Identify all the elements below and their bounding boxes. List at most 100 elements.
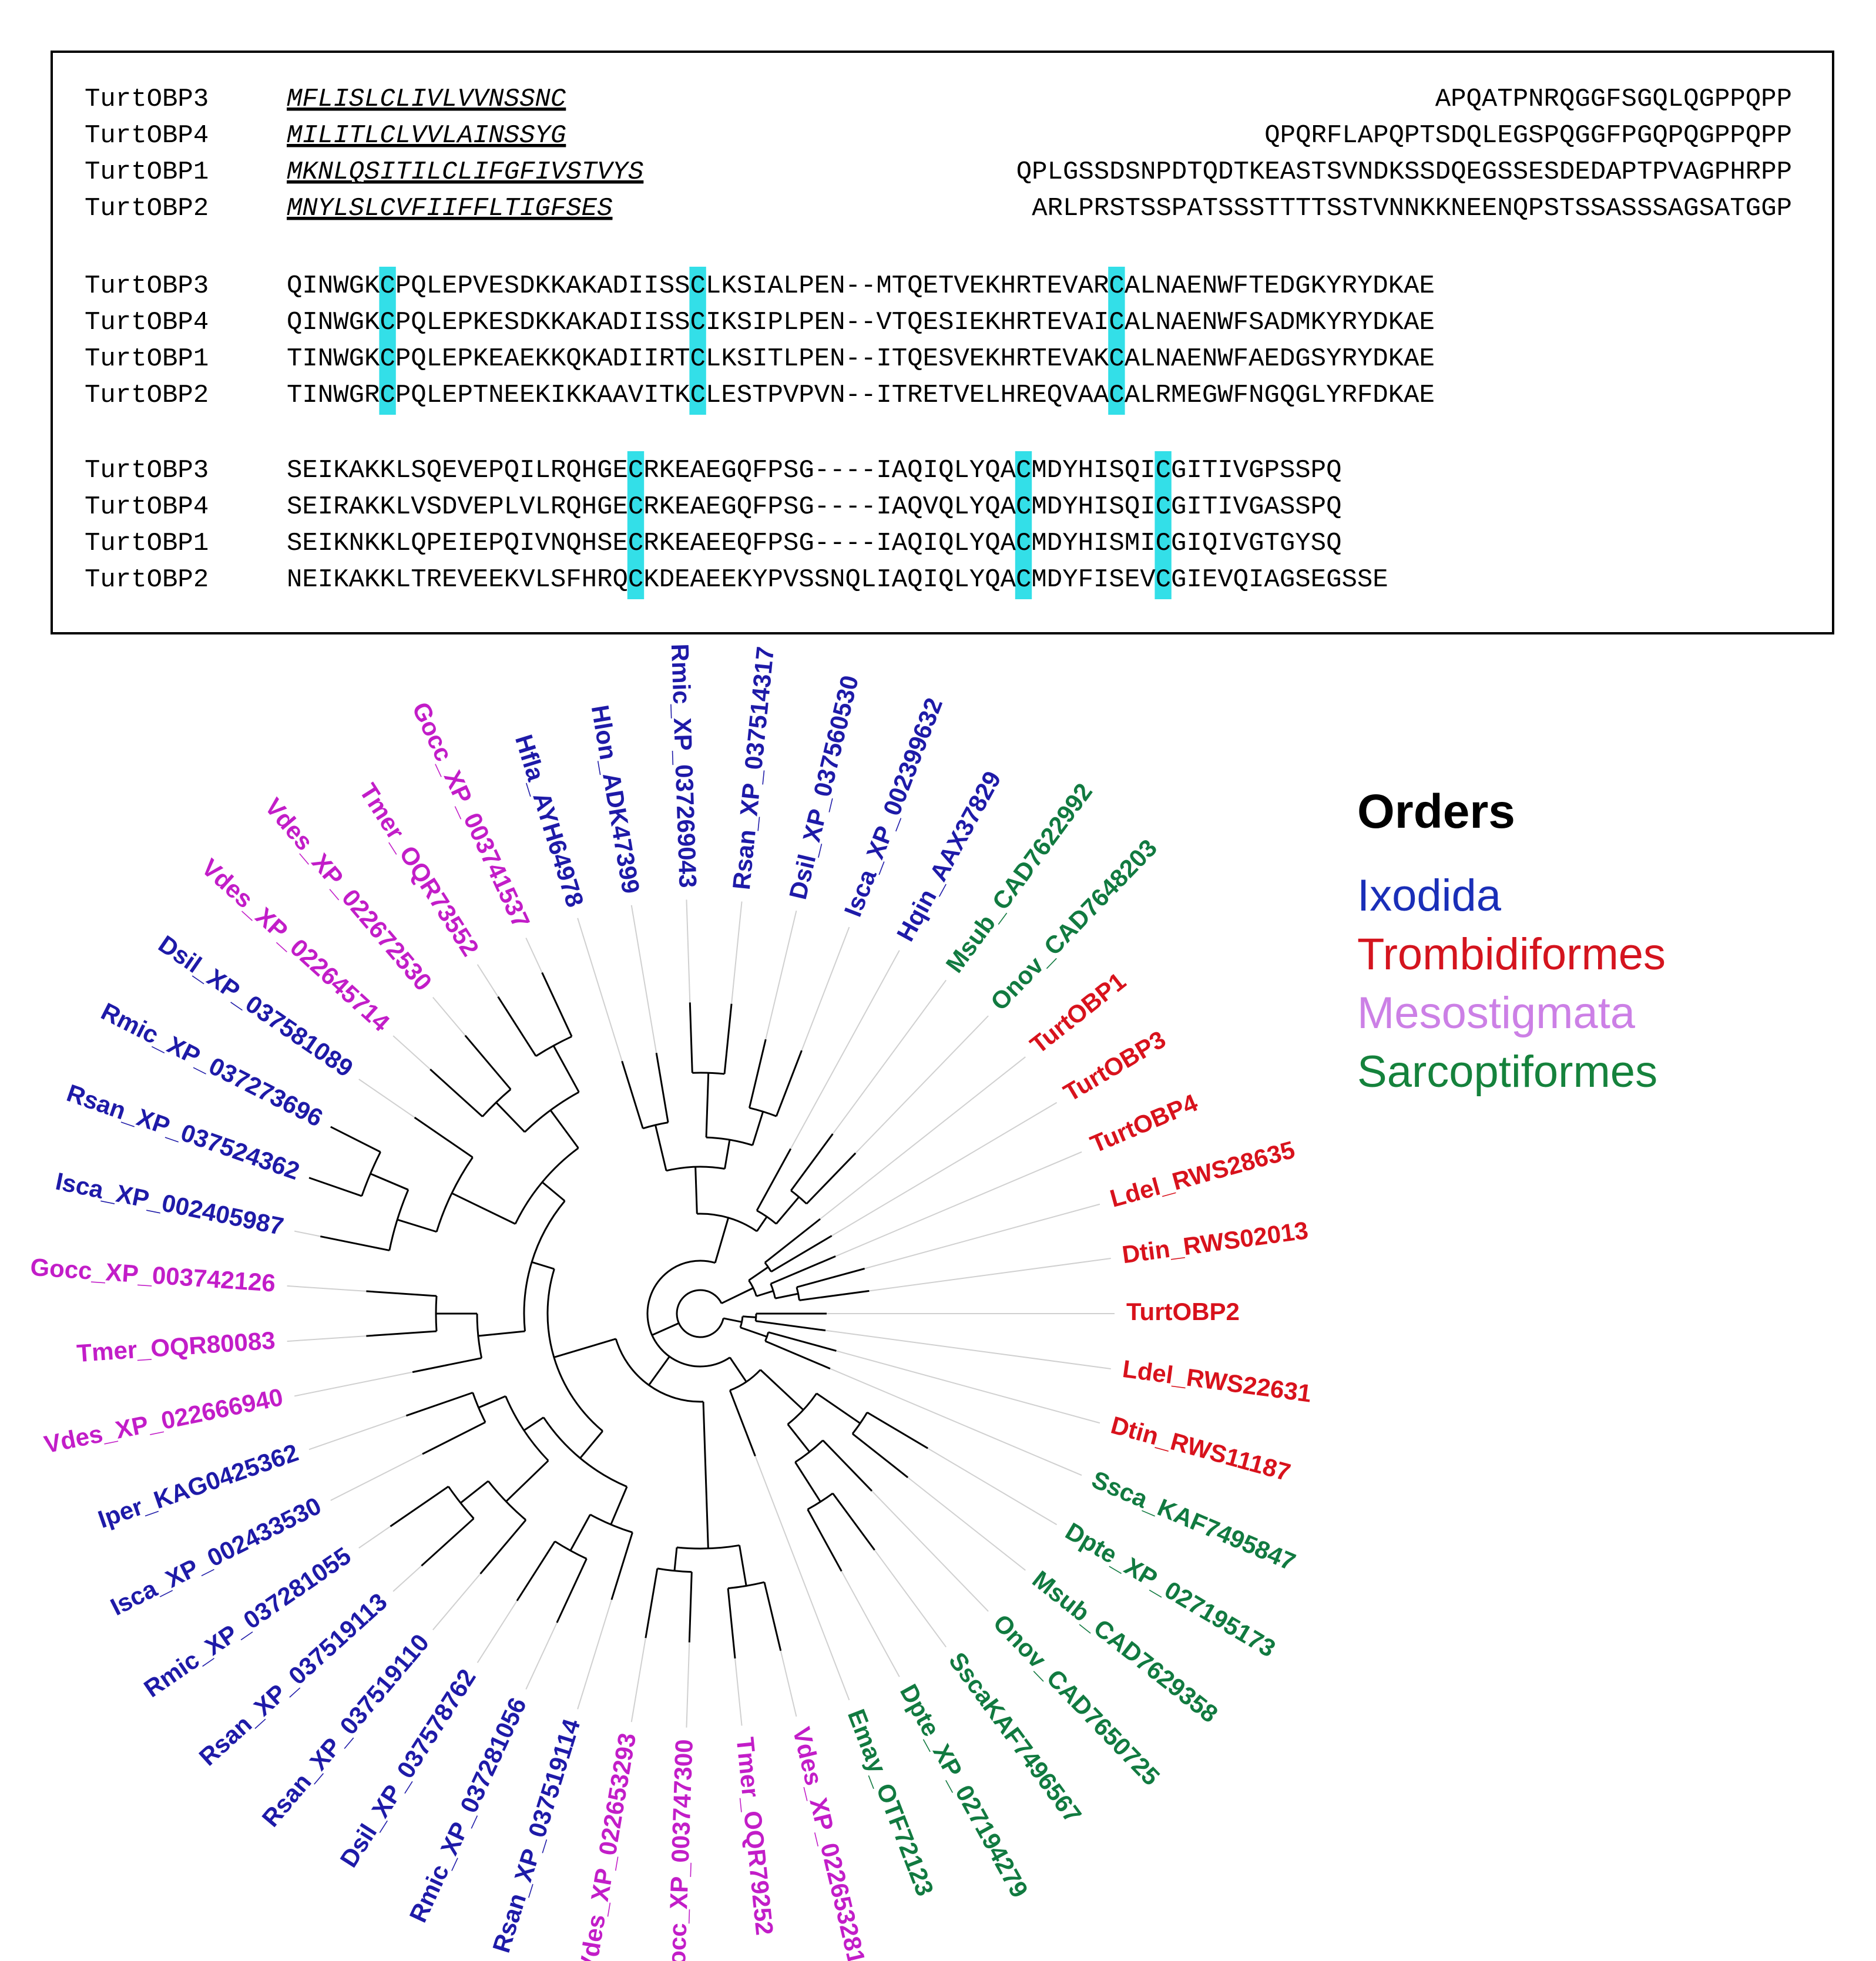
tree-branch [556,1558,588,1623]
tree-branch [516,1540,556,1601]
aligned-sequence: SEIRAKKLVSDVEPLVLRQHGECRKEAEGQFPSG----IA… [287,492,1342,522]
leader-lines [287,899,1115,1728]
tree-branch [414,1116,474,1159]
leaf-label: Hlon_ADK47399 [586,703,645,896]
leader-line [825,1329,1111,1369]
leaf-label: Isca_XP_002405987 [53,1167,286,1241]
tree-branch [714,1217,730,1264]
leader-line [927,1448,1058,1526]
tree-branch [552,1045,580,1093]
leader-line [830,1368,1082,1476]
leaf-labels: TurtOBP2Ldel_RWS22631Dtin_RWS11187Ssca_K… [29,643,1313,1961]
leader-line [686,899,691,1003]
tree-arc [535,1035,572,1057]
tree-branch [497,996,537,1057]
tree-branch [541,972,573,1037]
tree-branch [796,1267,865,1288]
tree-branch [523,1416,545,1432]
leader-line [294,1371,413,1397]
tree-branch [366,1290,437,1297]
tree-branch [755,1320,826,1332]
tree-branch [756,1148,792,1211]
tree-arc [676,1289,724,1338]
tree-branch [495,1102,526,1133]
tree-branch [748,1039,767,1109]
tree-branch [531,1261,555,1270]
mature-sequence: ARLPRSTSSPATSSSTTTTSSTVNNKKNEENQPSTSSASS… [1032,194,1792,223]
leaf-label: Tmer_OQR79252 [731,1736,779,1937]
leaf-label: Dtin_RWS11187 [1108,1411,1294,1486]
sequence-name: TurtOBP2 [85,381,209,410]
tree-branch [397,1218,437,1233]
tree-branch [723,1317,742,1323]
tree-branch [405,1392,474,1417]
tree-branch [412,1357,482,1374]
tree-branch [320,1235,390,1251]
tree-branch [366,1330,437,1337]
tree-arc [435,1295,438,1332]
leaf-label: Rmic_XP_037269043 [666,643,702,888]
leader-line [476,964,499,998]
tree-branch [832,1493,875,1551]
tree-arc [615,1338,704,1403]
leaf-label: Dtin_RWS02013 [1120,1216,1310,1268]
tree-arc [790,1190,807,1205]
tree-branch [579,1430,603,1459]
tree-branch [756,1216,768,1232]
tree-branch [673,1547,678,1571]
leaf-label: Gocc_XP_003747300 [662,1739,698,1961]
tree-arc [589,1513,633,1533]
leader-line [820,1056,1026,1220]
tree-branch [807,1509,843,1572]
leaf-label: Onov_CAD7648203 [985,834,1163,1016]
leader-line [525,1622,558,1690]
tree-branches [308,972,928,1659]
tree-branch [621,1060,644,1129]
tree-arc [697,1213,758,1233]
tree-branch [739,1545,747,1586]
leader-line [801,926,850,1051]
legend-item-sarcoptiformes: Sarcoptiformes [1357,1047,1658,1097]
tree-branch [727,1588,736,1659]
tree-branch [459,1480,489,1504]
tree-branch [370,1173,409,1191]
tree-branch [478,1395,506,1409]
tree-branch [610,1486,628,1525]
leader-line [831,1102,1058,1237]
tree-arc [505,1395,549,1462]
tree-branch [648,1356,670,1386]
leaf-label: Vdes_XP_022653281 [788,1724,871,1961]
tree-arc [748,1280,757,1297]
sequence-name: TurtOBP4 [85,121,209,150]
leaf-label: Rsan_XP_037519110 [256,1628,434,1832]
tree-arc [787,1392,818,1425]
tree-branch [775,1196,800,1225]
tree-branch [689,1002,693,1073]
leader-line [864,1203,1100,1270]
tree-branch [694,1167,698,1214]
tree-arc [514,1147,579,1225]
cysteine-highlight [379,267,396,415]
leader-line [836,1350,1100,1424]
tree-branch [702,1401,709,1549]
tree-branch [751,1111,764,1146]
cysteine-highlight [1015,451,1032,599]
leader-line [841,1570,900,1677]
tree-branch [794,1462,821,1503]
leader-line [392,1565,422,1592]
leader-line [734,1658,743,1726]
cysteine-highlight [1108,267,1125,415]
tree-arc [361,1151,381,1197]
phylogenetic-tree: TurtOBP2Ldel_RWS22631Dtin_RWS11187Ssca_K… [29,643,1313,1961]
tree-branch [852,1433,909,1479]
tree-arc [524,1091,580,1133]
leader-line [855,1015,989,1154]
tree-branch [610,1532,633,1600]
leader-line [869,1258,1111,1292]
aligned-sequence: TINWGRCPQLEPTNEEKIKKAAVITKCLESTPVPVN--IT… [287,381,1435,410]
leaf-label: TurtOBP4 [1086,1089,1202,1159]
leaf-label: Hfla_AYH64978 [510,731,589,911]
mature-sequence: QPLGSSDSNPDTQDTKEASTSVNDKSSDQEGSSESDEDAP… [1016,157,1792,187]
tree-branch [478,1330,525,1337]
